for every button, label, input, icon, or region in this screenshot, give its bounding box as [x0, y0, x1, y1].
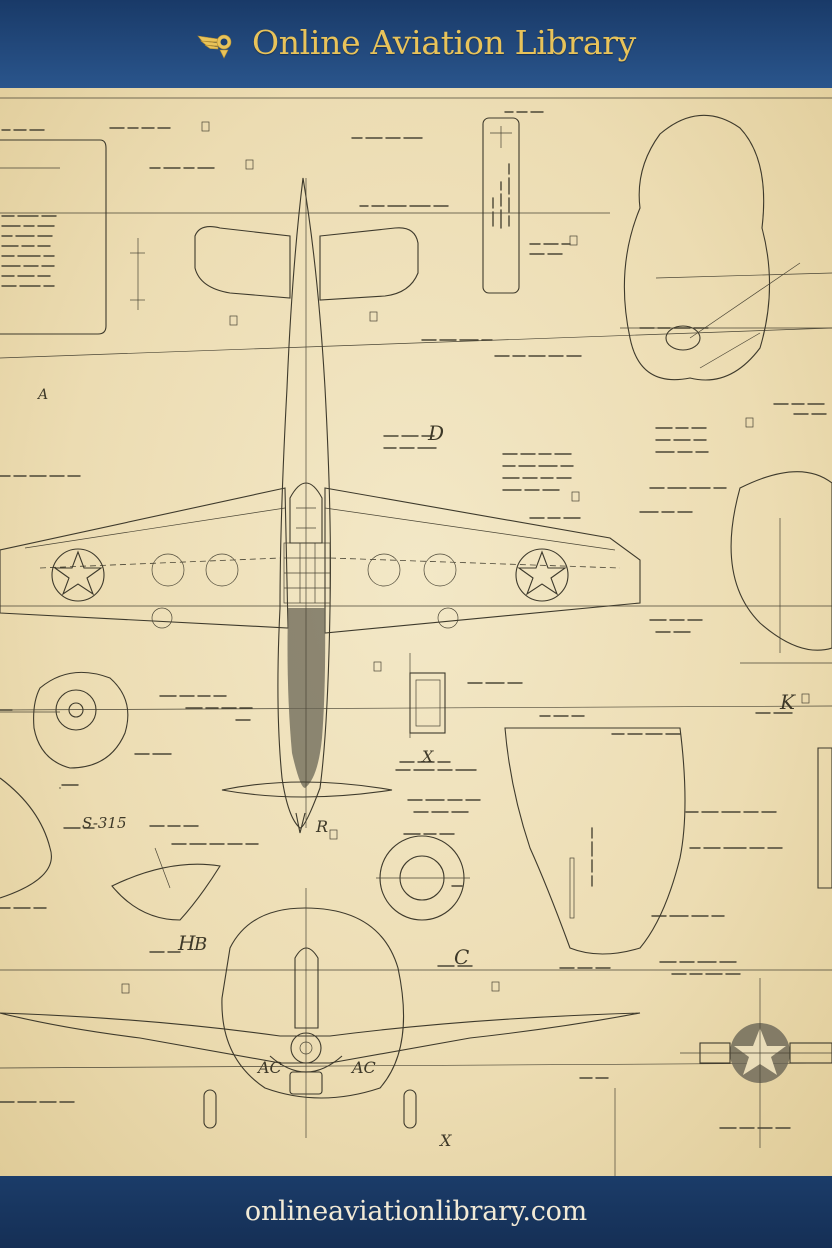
callout-h: H [177, 931, 196, 955]
aileron-detail [111, 847, 221, 921]
callout-r: R [315, 817, 328, 836]
gear-bay-detail [376, 653, 470, 921]
annotation-notes [0, 111, 827, 1129]
brand[interactable]: Online Aviation Library [196, 23, 636, 62]
rudder-detail [504, 727, 686, 955]
callout-x: X [420, 747, 434, 766]
callout-k: K [779, 690, 796, 714]
blueprint-drawing: A D K X S-315 H B C AC AC X R [0, 97, 832, 1176]
callout-b: B [193, 934, 207, 955]
side-panel-top-left [0, 139, 145, 335]
aircraft-front-view [0, 888, 641, 1138]
site-header: Online Aviation Library [0, 0, 832, 89]
gear-leg-detail-right [730, 471, 832, 889]
callout-ac-right: AC [350, 1058, 376, 1077]
callout-ac-left: AC [256, 1058, 282, 1077]
site-title: Online Aviation Library [251, 22, 637, 62]
engine-cowl-detail [620, 114, 832, 381]
site-url-link[interactable]: onlineaviationlibrary.com [244, 1195, 588, 1227]
callout-labels: A D K X S-315 H B C AC AC X R [36, 387, 796, 1150]
callout-xb: X [438, 1131, 452, 1150]
callout-s315: S-315 [82, 814, 127, 832]
fin-panel-top [482, 117, 520, 294]
callout-d: D [427, 421, 444, 445]
aircraft-blueprint: A D K X S-315 H B C AC AC X R [0, 88, 832, 1176]
winged-emblem-icon [197, 34, 232, 59]
roundel-detail [680, 978, 832, 1148]
callout-a: A [36, 387, 48, 403]
aircraft-top-view [0, 177, 641, 834]
wheel-detail [0, 671, 129, 899]
site-footer: onlineaviationlibrary.com [0, 1176, 832, 1248]
callout-boxes [121, 121, 810, 994]
callout-c: C [454, 945, 469, 969]
construction-lines [0, 97, 832, 1176]
